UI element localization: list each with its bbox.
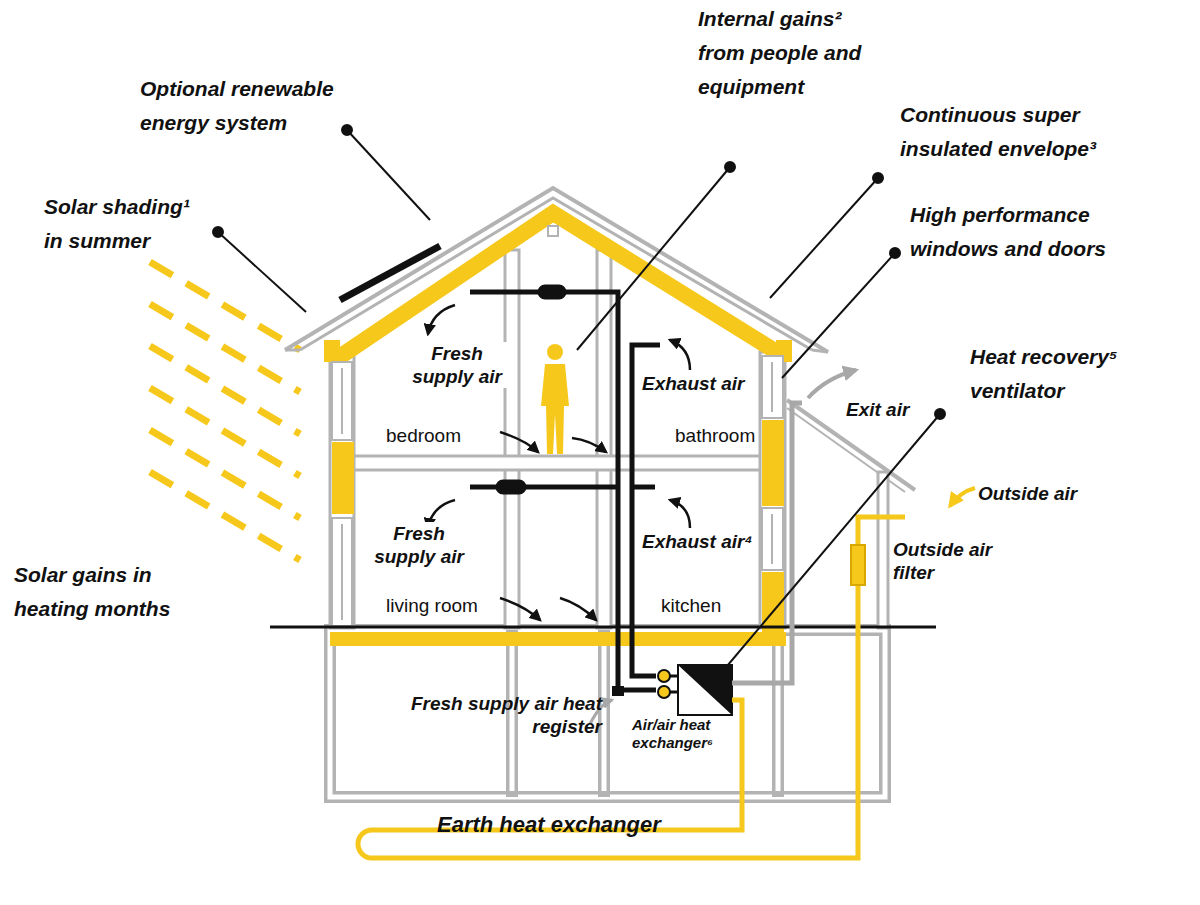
person (541, 344, 569, 454)
callout-label: Fresh supply air (360, 522, 478, 568)
windows (332, 356, 783, 626)
room-label: living room (383, 594, 481, 618)
leader-lines (213, 125, 945, 672)
ground-line (270, 626, 936, 629)
canopy (787, 400, 915, 628)
room-label: bathroom (672, 424, 758, 448)
outside-air-arrow (950, 488, 975, 506)
sun-rays (150, 262, 300, 560)
room-label: bedroom (383, 424, 464, 448)
air-filter (851, 545, 865, 585)
callout-label: Continuous super insulated envelope³ (900, 98, 1160, 166)
callout-label: Earth heat exchanger (437, 812, 661, 838)
callout-label: Solar shading¹ in summer (44, 190, 214, 258)
callout-label: Exhaust air⁴ (642, 530, 753, 553)
callout-label: Heat recovery⁵ ventilator (970, 340, 1170, 408)
callout-label: Optional renewable energy system (140, 72, 390, 140)
callout-label: Exhaust air (642, 372, 744, 395)
callout-label: Exit air (846, 398, 909, 421)
room-label: kitchen (658, 594, 724, 618)
callout-label: High performance windows and doors (910, 198, 1172, 266)
callout-label: Air/air heat exchanger⁶ (632, 716, 724, 752)
callout-label: Fresh supply air heat register (402, 692, 602, 738)
solar-panel (340, 246, 440, 300)
callout-label: Solar gains in heating months (14, 558, 224, 626)
insulation (324, 213, 792, 646)
heat-recovery-unit (658, 665, 732, 715)
callout-label: Outside air filter (893, 538, 1023, 584)
callout-label: Fresh supply air (398, 342, 516, 388)
basement (330, 630, 885, 797)
exit-arrow (808, 370, 856, 398)
callout-label: Outside air (978, 482, 1077, 505)
callout-label: Internal gains² from people and equipmen… (698, 2, 893, 104)
earth-duct (358, 517, 905, 858)
